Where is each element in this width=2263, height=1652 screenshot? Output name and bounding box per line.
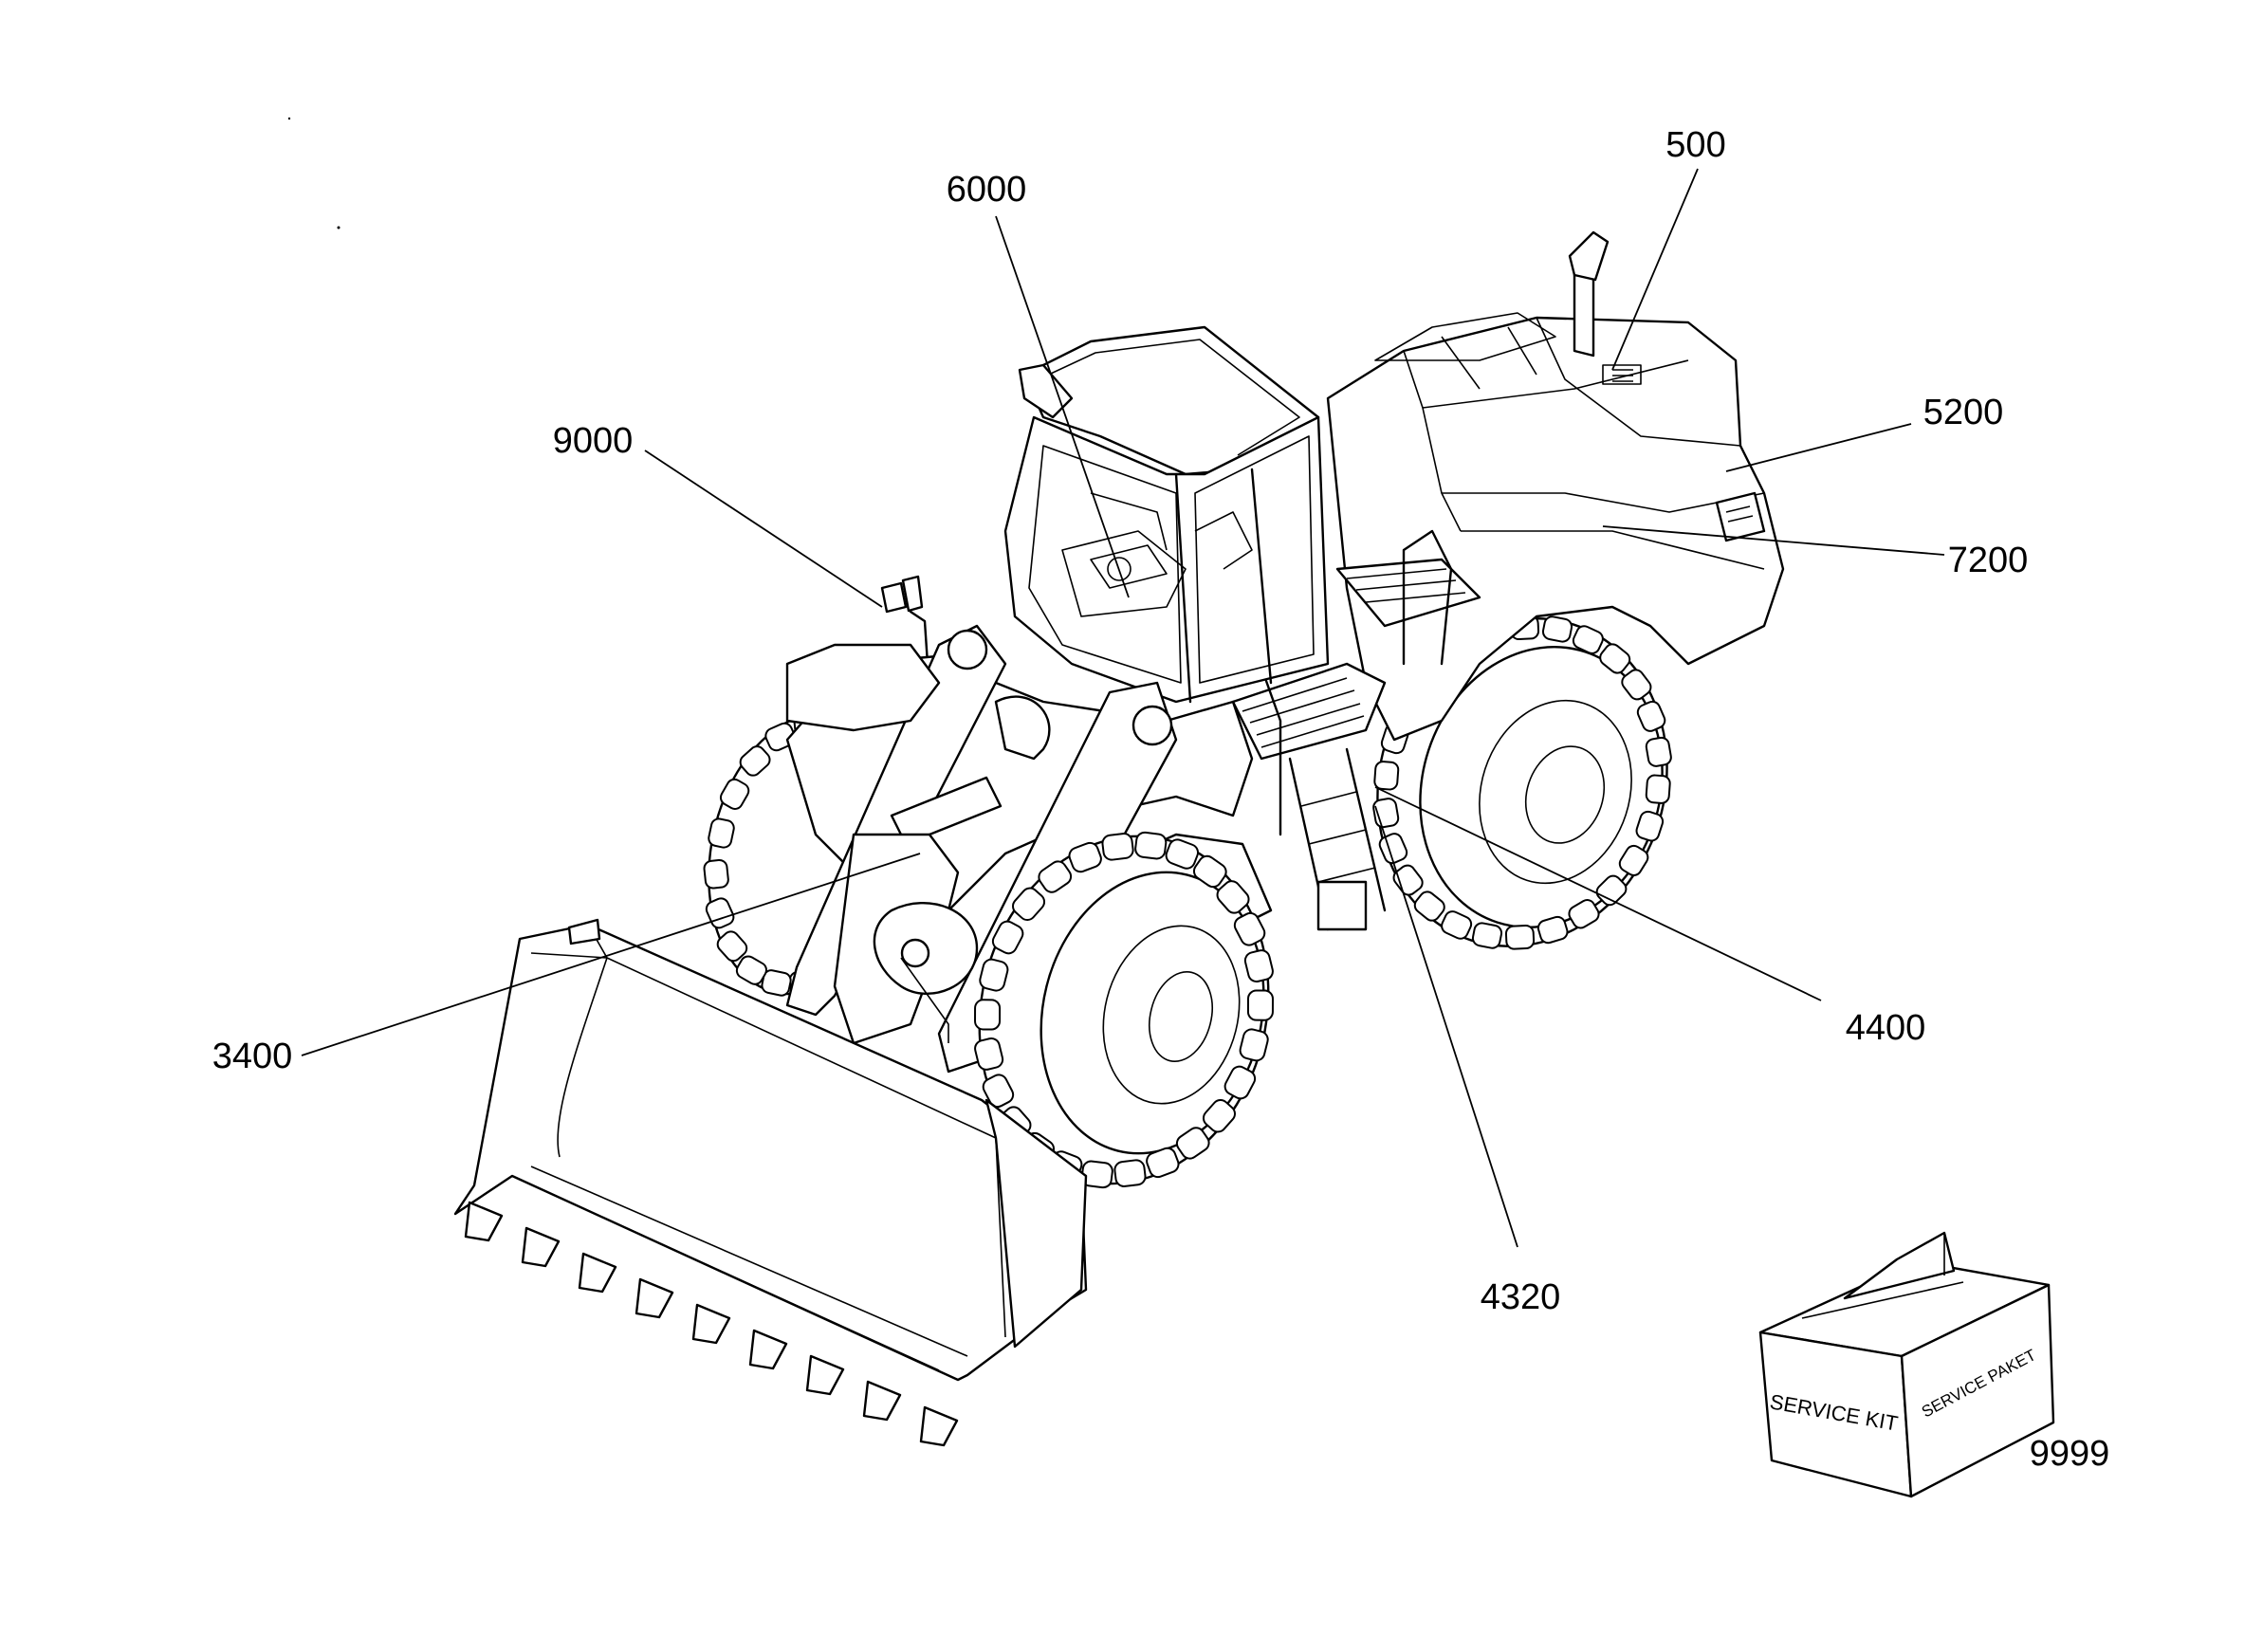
callout-500: 500 [1665, 125, 1725, 165]
loader-bucket [453, 918, 1088, 1447]
callout-4400: 4400 [1846, 1008, 1926, 1048]
callout-9999: 9999 [2030, 1434, 2110, 1474]
callout-9000: 9000 [553, 421, 634, 461]
callout-6000: 6000 [947, 170, 1027, 210]
callout-5200: 5200 [1923, 393, 2004, 432]
callout-4320: 4320 [1481, 1277, 1561, 1317]
callout-3400: 3400 [212, 1037, 293, 1076]
service-kit-box: SERVICE KIT SERVICE PAKET [1758, 1231, 2055, 1498]
callout-leaders [301, 168, 1945, 1248]
front-wheel [974, 831, 1274, 1189]
callout-7200: 7200 [1948, 541, 2029, 580]
callout-labels: 500 6000 9000 5200 7200 3400 4400 4320 9… [212, 125, 2110, 1474]
